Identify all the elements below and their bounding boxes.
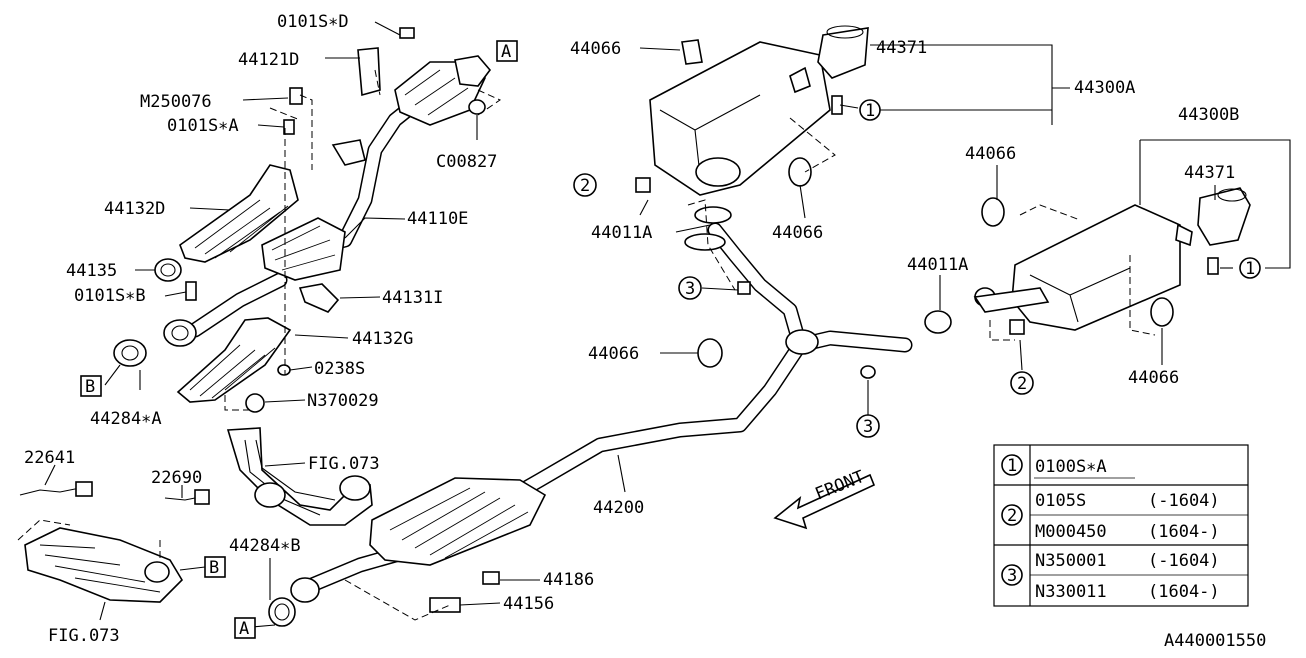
ref-1-label: 1 [865,101,875,121]
label-44284b: 44284∗B [229,536,301,556]
legend-part: 0100S∗A [1035,457,1107,477]
label-22690: 22690 [151,468,202,488]
label-44300a: 44300A [1074,78,1135,98]
ref-a-label: A [239,619,249,639]
legend-range: (-1604) [1148,551,1220,571]
label-44011a-right: 44011A [907,255,968,275]
label-44135: 44135 [66,261,117,281]
ref-a-label: A [501,42,511,62]
label-0101s-a: 0101S∗A [167,116,239,136]
ref-circle-2-a: 2 [573,173,597,197]
legend-part: N350001 [1035,551,1107,571]
muffler-44300a [649,25,869,196]
label-44371-top: 44371 [876,38,927,58]
legend-row-1: 1 0100S∗A [1001,454,1107,477]
label-22641: 22641 [24,448,75,468]
label-0101s-b: 0101S∗B [74,286,146,306]
label-0101s-d: 0101S∗D [277,12,349,32]
ref-b-label: B [209,558,219,578]
bracket-44121d [331,139,366,166]
front-downpipe [19,481,210,603]
ref-box-b-bottom: B [204,556,226,578]
label-44066-right-bottom: 44066 [1128,368,1179,388]
label-44011a-left: 44011A [591,223,652,243]
label-n370029: N370029 [307,391,379,411]
hangers-44066 [681,39,1174,368]
label-44066-mid: 44066 [772,223,823,243]
label-44200: 44200 [593,498,644,518]
dashed-guides [17,69,1156,621]
label-44371-right: 44371 [1184,163,1235,183]
bolts [185,27,1219,613]
label-44131i: 44131I [382,288,443,308]
legend-row-3: 3 N350001 (-1604) N330011 (1604-) [1001,551,1220,602]
exhaust-manifold-fig073 [226,427,373,526]
label-44121d: 44121D [238,50,299,70]
muffler-44300b [973,187,1251,331]
ref-b-label: B [85,377,95,397]
lower-shield-44131i [298,283,340,313]
front-arrow-icon [773,473,876,530]
label-44156: 44156 [503,594,554,614]
ref-circle-1-b: 1 [1239,257,1261,279]
ref-circle-3-a: 3 [678,276,702,300]
label-44284a: 44284∗A [90,409,162,429]
legend-part: N330011 [1035,582,1107,602]
diagram-code: A440001550 [1164,631,1266,651]
label-44132g: 44132G [352,329,413,349]
ref-2-label: 2 [1017,374,1027,394]
leader-lines [44,21,1291,628]
part-labels: 0101S∗D 44121D M250076 0101S∗A C00827 44… [24,12,1266,651]
label-44300b: 44300B [1178,105,1239,125]
heat-shield-44132g [176,317,292,403]
y-joint [785,329,819,355]
label-44066-right-top: 44066 [965,144,1016,164]
legend-ref: 1 [1007,456,1017,476]
ref-2-label: 2 [580,176,590,196]
legend-part: 0105S [1035,491,1086,511]
legend-row-2: 2 0105S (-1604) M000450 (1604-) [1001,491,1220,542]
ref-circle-2-b: 2 [1010,371,1034,395]
legend-ref: 2 [1007,506,1017,526]
label-fig073-lower: FIG.073 [48,626,120,646]
legend-range: (1604-) [1148,522,1220,542]
label-c00827: C00827 [436,152,497,172]
label-44066-top: 44066 [570,39,621,59]
center-catalyst [369,477,547,566]
ref-1-label: 1 [1245,259,1255,279]
ref-box-a-bottom: A [234,617,256,639]
ref-box-b-left: B [80,375,102,397]
label-44186: 44186 [543,570,594,590]
label-44066-left: 44066 [588,344,639,364]
label-44132d: 44132D [104,199,165,219]
label-m250076: M250076 [140,92,212,112]
ref-3-label: 3 [685,279,695,299]
ref-box-a-top: A [496,40,518,62]
ref-circle-1-a: 1 [859,99,881,121]
tail-tip-44371b [1197,187,1251,246]
legend-range: (-1604) [1148,491,1220,511]
label-fig073-upper: FIG.073 [308,454,380,474]
legend-part: M000450 [1035,522,1107,542]
ref-circle-3-b: 3 [856,414,880,438]
heat-shield-44132d [179,164,299,263]
legend-range: (1604-) [1148,582,1220,602]
label-0238s: 0238S [314,359,365,379]
ref-3-label: 3 [863,417,873,437]
label-44110e: 44110E [407,209,468,229]
legend-table: 1 0100S∗A 2 0105S (-1604) M000450 (1604-… [993,444,1249,607]
front-catalyst [261,47,492,281]
legend-ref: 3 [1007,566,1017,586]
